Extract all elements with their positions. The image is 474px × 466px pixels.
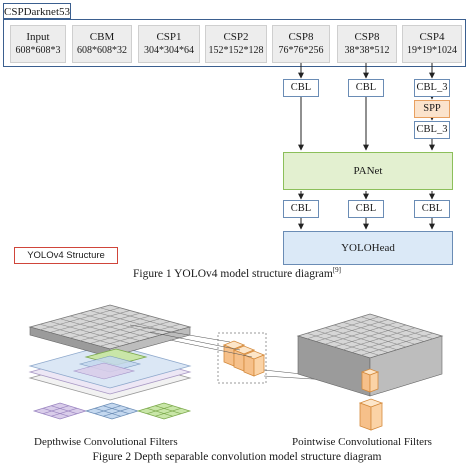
stage-cbm: CBM 608*608*32	[72, 25, 132, 63]
intermediate-blocks	[222, 340, 266, 377]
legend-box: YOLOv4 Structure	[14, 247, 118, 264]
depthwise-label: Depthwise Convolutional Filters	[34, 436, 178, 448]
stage-dims: 76*76*256	[278, 45, 324, 56]
stage-csp4: CSP4 19*19*1024	[402, 25, 462, 63]
figure1-caption-text: Figure 1 YOLOv4 model structure diagram	[133, 267, 333, 280]
spp-box: SPP	[414, 100, 450, 118]
stage-name: CBM	[89, 31, 115, 43]
figure1-caption: Figure 1 YOLOv4 model structure diagram[…	[0, 266, 474, 280]
depthwise-input-stack	[28, 304, 192, 401]
stage-dims: 152*152*128	[208, 45, 264, 56]
stage-csp1: CSP1 304*304*64	[138, 25, 200, 63]
stage-name: CSP2	[223, 31, 249, 43]
depthwise-filter-purple	[32, 402, 88, 420]
right-grid-lines	[306, 316, 434, 356]
figure1-reference: [9]	[332, 266, 341, 274]
left-grid-lines	[39, 307, 181, 347]
pointwise-output-grid	[296, 313, 444, 397]
stage-dims: 38*38*512	[344, 45, 390, 56]
stage-name: CSP8	[354, 31, 380, 43]
pointwise-output-cell	[360, 368, 380, 393]
stage-name: Input	[26, 31, 50, 43]
stage-csp2: CSP2 152*152*128	[205, 25, 267, 63]
cbl3-box: CBL_3	[414, 121, 450, 139]
cbl-box: CBL	[348, 79, 384, 97]
cbl3-box: CBL_3	[414, 79, 450, 97]
cbl-box: CBL	[283, 200, 319, 218]
panet-box: PANet	[283, 152, 453, 190]
stage-name: CSP8	[288, 31, 314, 43]
depthwise-filter-green	[136, 402, 192, 420]
stage-dims: 19*19*1024	[407, 45, 457, 56]
stage-dims: 608*608*3	[15, 45, 61, 56]
pointwise-label: Pointwise Convolutional Filters	[292, 436, 432, 448]
stage-dims: 304*304*64	[144, 45, 194, 56]
cbl-box: CBL	[283, 79, 319, 97]
stage-csp8-b: CSP8 38*38*512	[337, 25, 397, 63]
cbl-box: CBL	[414, 200, 450, 218]
figure2-caption: Figure 2 Depth separable convolution mod…	[92, 451, 382, 463]
pointwise-filter-block	[358, 398, 384, 431]
intermediate-dashed-box	[217, 332, 267, 384]
backbone-title: CSPDarknet53	[3, 3, 71, 19]
stage-dims: 608*608*32	[77, 45, 127, 56]
cbl-box: CBL	[348, 200, 384, 218]
stage-input: Input 608*608*3	[10, 25, 66, 63]
stage-name: CSP4	[419, 31, 445, 43]
yolohead-box: YOLOHead	[283, 231, 453, 265]
stage-csp8-a: CSP8 76*76*256	[272, 25, 330, 63]
depthwise-filter-blue	[84, 402, 140, 420]
stage-name: CSP1	[156, 31, 182, 43]
